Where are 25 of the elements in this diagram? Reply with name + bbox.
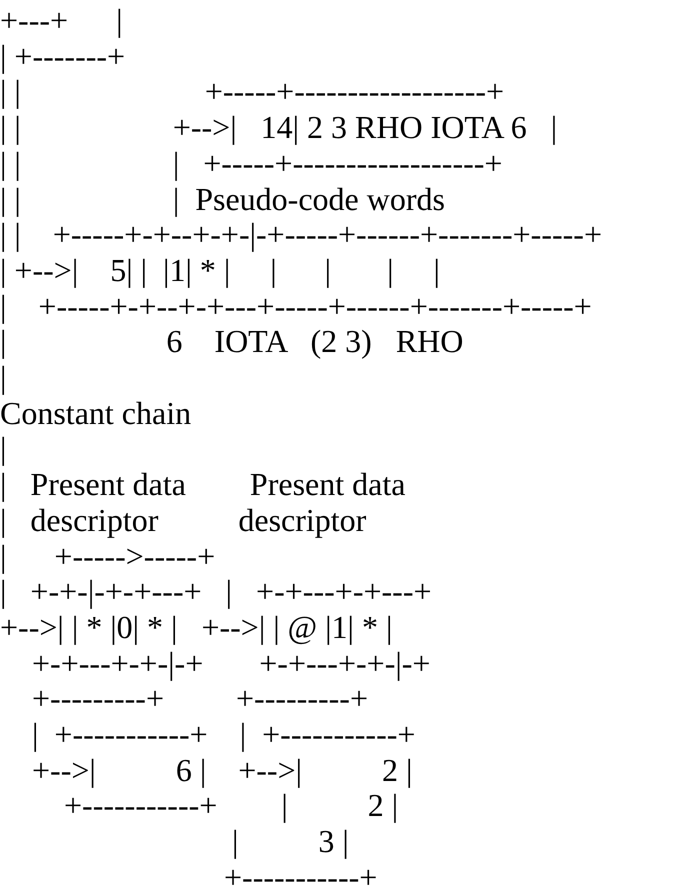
ascii-text-line: | | +-----+-+--+-+-|-+-----+------+-------+-----+ <box>0 217 602 252</box>
ascii-text-line: +-+---+-+-|-+ +-+---+-+-|-+ <box>32 646 430 680</box>
ascii-text-line: | | | Pseudo-code words <box>0 182 445 216</box>
ascii-text-line: | +-+-|-+-+---+ | +-+---+-+---+ <box>0 574 432 608</box>
ascii-text-line: +-----------+ | 2 | <box>64 788 398 822</box>
ascii-text-line: | +-----+-+--+-+---+-----+------+-------+-----+ <box>0 288 592 323</box>
ascii-text-line: | <box>0 360 6 394</box>
ascii-text-line: +-----------+ <box>223 860 378 894</box>
ascii-text-line: +---+ | <box>0 3 122 37</box>
ascii-text-line: | 6 IOTA (2 3) RHO <box>0 324 464 358</box>
ascii-text-line: Constant chain <box>0 396 192 430</box>
ascii-text-line: | +----->-----+ <box>0 538 216 572</box>
ascii-text-line: +---------+ +---------+ <box>31 681 368 716</box>
ascii-text-line: | descriptor descriptor <box>0 502 366 537</box>
ascii-text-line: | +-------+ <box>0 38 126 73</box>
ascii-text-line: | | +-->| 14| 2 3 RHO IOTA 6 | <box>0 110 558 144</box>
ascii-text-line: | +-->| 5| | |1| * | | | | | <box>0 252 440 287</box>
ascii-text-line: | <box>0 431 6 466</box>
ascii-text-line: +-->| 6 | +-->| 2 | <box>31 752 412 787</box>
ascii-text-line: | | +-----+------------------+ <box>0 74 504 108</box>
ascii-text-line: | 3 | <box>231 824 349 858</box>
ascii-text-line: | | | +-----+------------------+ <box>0 146 502 180</box>
ascii-text-line: | +-----------+ | +-----------+ <box>31 717 416 751</box>
ascii-text-line: +-->| | * |0| * | +-->| | @ |1| * | <box>0 610 392 644</box>
ascii-text-line: | Present data Present data <box>0 467 406 502</box>
